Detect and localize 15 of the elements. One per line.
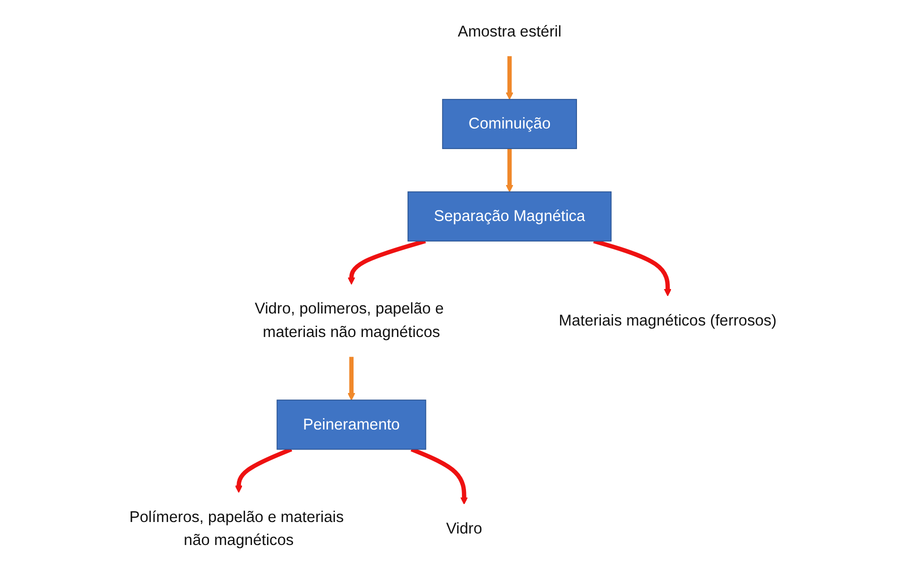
node-text: Polímeros, papelão e materiais não magnéticos <box>129 508 344 549</box>
arrow <box>348 239 426 285</box>
node-text: Amostra estéril <box>458 22 562 40</box>
arrow <box>234 447 292 493</box>
node-text: Vidro, polimeros, papelão e materiais não magnéticos <box>254 300 444 340</box>
arrow <box>410 447 468 505</box>
arrow <box>593 239 672 296</box>
node-box: Peineramento <box>276 400 426 450</box>
arrow <box>348 356 356 400</box>
node-box: Cominuição <box>442 98 577 150</box>
arrow <box>506 148 514 192</box>
node-text: Materiais magnéticos (ferrosos) <box>558 311 777 329</box>
node-box: Separação Magnética <box>408 191 612 242</box>
node-text: Vidro <box>446 520 482 538</box>
arrow <box>506 56 514 100</box>
